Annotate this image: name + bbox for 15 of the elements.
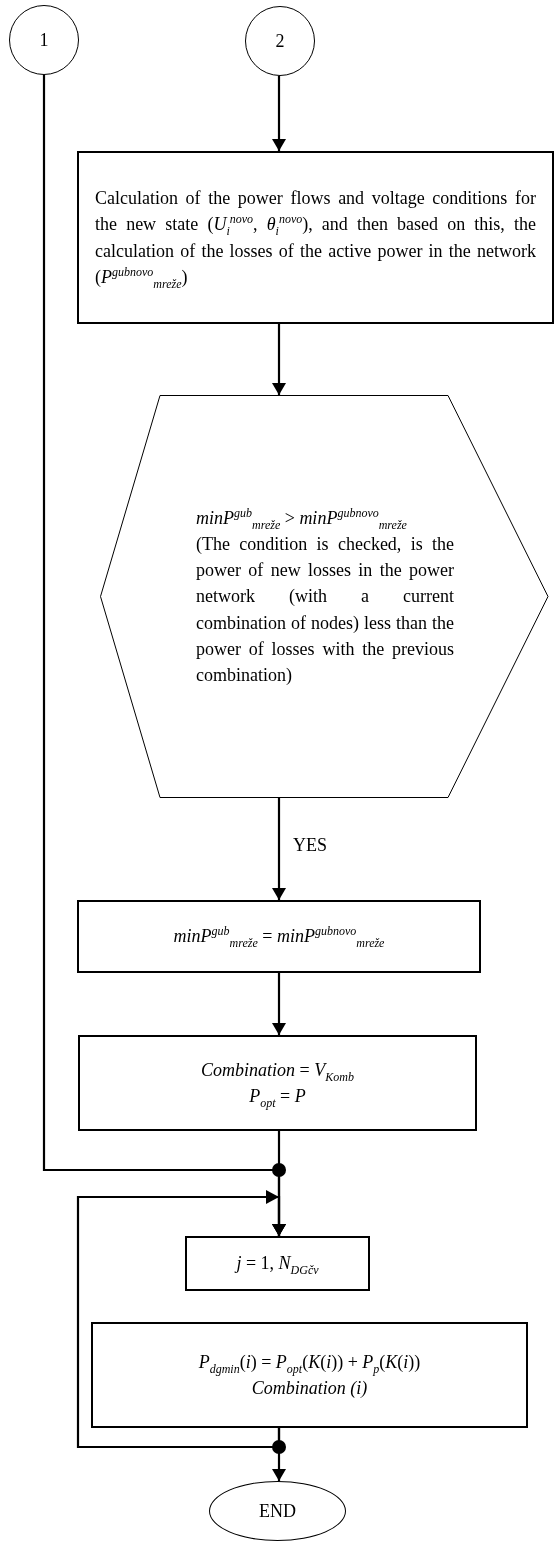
process-box: [185, 1236, 370, 1291]
terminal-label: END: [259, 1499, 296, 1523]
process-box: [78, 1035, 477, 1131]
node-text: Combination (i): [251, 1377, 368, 1400]
node-text: P$_{dgmin}$(i) = P$_{opt}$(K(i)) + P$_{p}$(K(i)): [198, 1350, 421, 1375]
process-box: [77, 900, 481, 973]
node-text: j = 1, N$_{DGčv}$: [236, 1252, 319, 1277]
process-box: [91, 1322, 528, 1428]
node-text: Calculation of the power flows and voltage conditions for the new state (U$_{i}$$^{novo}$, θ$_{i}$$^{novo}$), and then based on this, the calculation of the losses of the active power in the network (P$^{gubnovo}$$_{mreže}$): [95, 187, 536, 290]
process-box: [77, 151, 554, 324]
node-text: (The condition is checked, is the power of new losses in the power network (with a current combination of nodes) less than the power of losses with the previous combination): [196, 533, 454, 687]
node-text: Combination = V$_{Komb}$: [201, 1058, 354, 1083]
connector-number: 2: [275, 29, 285, 53]
connector-number: 1: [39, 28, 49, 52]
node-text: P$_{opt}$ = P: [249, 1085, 306, 1110]
